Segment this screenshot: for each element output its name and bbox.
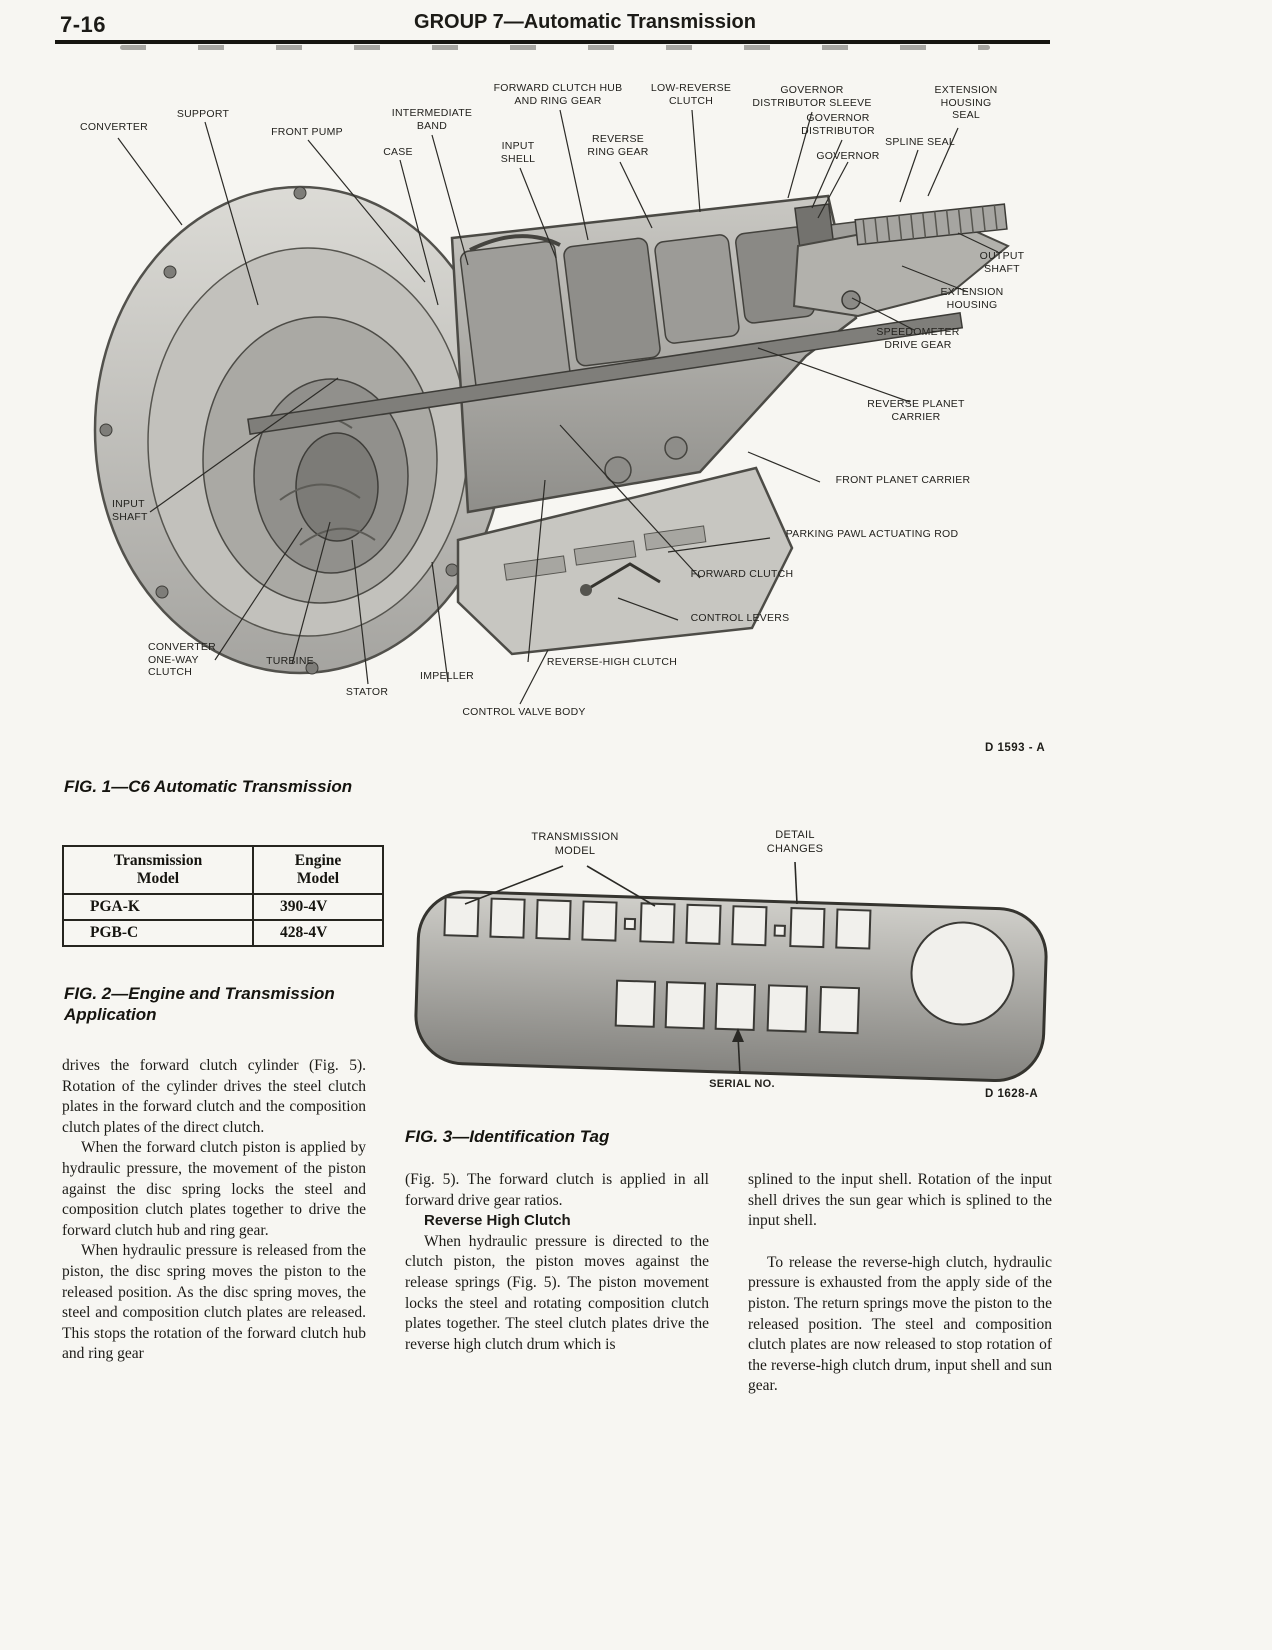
callout-input-shell: INPUT SHELL (500, 140, 536, 165)
callout-forward-clutch: FORWARD CLUTCH (690, 568, 794, 580)
callout-governor-distributor: GOVERNOR DISTRIBUTOR (801, 112, 875, 137)
body-column-1: drives the forward clutch cylinder (Fig.… (62, 1056, 366, 1365)
table-header-row: Transmission Model Engine Model (62, 845, 384, 895)
tag-label-serial-no: SERIAL NO. (709, 1078, 775, 1090)
cell-engine-model: 428-4V (252, 919, 384, 947)
callout-reverse-ring-gear: REVERSE RING GEAR (587, 133, 649, 158)
paragraph: When hydraulic pressure is released from… (62, 1242, 366, 1363)
callout-speedometer-drive-gear: SPEEDOMETER DRIVE GEAR (876, 326, 960, 351)
torque-converter (93, 185, 507, 675)
callout-control-valve-body: CONTROL VALVE BODY (462, 706, 586, 718)
fig2-caption: FIG. 2—Engine and Transmission Applicati… (64, 984, 335, 1025)
callout-parking-pawl-actuating-rod: PARKING PAWL ACTUATING ROD (785, 528, 959, 540)
fig3-caption: FIG. 3—Identification Tag (405, 1127, 610, 1146)
header-rule-smudge (120, 45, 990, 50)
callout-front-planet-carrier: FRONT PLANET CARRIER (835, 474, 971, 486)
tag-body (414, 890, 1048, 1083)
body-column-2: (Fig. 5). The forward clutch is applied … (405, 1170, 709, 1355)
callout-intermediate-band: INTERMEDIATE BAND (391, 107, 473, 132)
callout-extension-housing-seal: EXTENSION HOUSING SEAL (934, 84, 998, 122)
paragraph: drives the forward clutch cylinder (Fig.… (62, 1057, 366, 1136)
callout-forward-clutch-hub: FORWARD CLUTCH HUB AND RING GEAR (493, 82, 623, 107)
callout-reverse-high-clutch: REVERSE-HIGH CLUTCH (546, 656, 678, 668)
table-header-transmission: Transmission Model (62, 845, 254, 895)
tag-pointer-lines (464, 861, 798, 1075)
table-row: PGA-K 390-4V (62, 893, 384, 921)
fig3-code: D 1628-A (985, 1088, 1039, 1100)
callout-spline-seal: SPLINE SEAL (885, 136, 955, 148)
callout-low-reverse-clutch: LOW-REVERSE CLUTCH (650, 82, 732, 107)
oil-pan-valve-body (456, 466, 794, 656)
paragraph: splined to the input shell. Rotation of … (748, 1171, 1052, 1230)
fig1-caption: FIG. 1—C6 Automatic Transmission (64, 777, 353, 796)
fig1-code: D 1593 - A (985, 742, 1046, 754)
callout-converter: CONVERTER (80, 121, 148, 133)
paragraph: To release the reverse-high clutch, hydr… (748, 1253, 1052, 1395)
transmission-cutaway-illustration (93, 185, 1010, 675)
header-rule (55, 40, 1050, 44)
output-shaft-extension (792, 203, 1010, 318)
identification-tag-illustration (414, 861, 1048, 1083)
body-column-3: splined to the input shell. Rotation of … (748, 1170, 1052, 1397)
callout-converter-one-way-clutch: CONVERTER ONE-WAY CLUTCH (148, 641, 216, 679)
page-number: 7-16 (60, 12, 107, 37)
callout-turbine: TURBINE (266, 655, 314, 667)
serial-arrowhead (732, 1028, 744, 1042)
callout-front-pump: FRONT PUMP (271, 126, 343, 138)
cell-transmission-model: PGA-K (62, 893, 254, 921)
paragraph: When the forward clutch piston is applie… (62, 1139, 366, 1239)
callout-reverse-planet-carrier: REVERSE PLANET CARRIER (867, 398, 965, 423)
paragraph: When hydraulic pressure is directed to t… (405, 1232, 709, 1353)
cell-engine-model: 390-4V (252, 893, 384, 921)
table-row: PGB-C 428-4V (62, 919, 384, 947)
diagram-leader-lines (117, 109, 999, 705)
page-title: GROUP 7—Automatic Transmission (414, 11, 756, 33)
callout-case: CASE (383, 146, 413, 158)
engine-transmission-table: Transmission Model Engine Model PGA-K 39… (62, 845, 384, 947)
callout-governor-distributor-sleeve: GOVERNOR DISTRIBUTOR SLEEVE (752, 84, 872, 109)
callout-control-levers: CONTROL LEVERS (690, 612, 790, 624)
callout-extension-housing: EXTENSION HOUSING (940, 286, 1004, 311)
section-heading: Reverse High Clutch (424, 1212, 571, 1230)
tag-label-detail-changes: DETAIL CHANGES (766, 829, 824, 855)
callout-input-shaft: INPUT SHAFT (112, 498, 148, 523)
cell-transmission-model: PGB-C (62, 919, 254, 947)
callout-stator: STATOR (345, 686, 389, 698)
callout-support: SUPPORT (176, 108, 230, 120)
table-header-engine: Engine Model (252, 845, 384, 895)
callout-output-shaft: OUTPUT SHAFT (979, 250, 1025, 275)
callout-governor: GOVERNOR (816, 150, 880, 162)
callout-impeller: IMPELLER (420, 670, 474, 682)
tag-label-transmission-model: TRANSMISSION MODEL (531, 831, 619, 857)
paragraph: (Fig. 5). The forward clutch is applied … (405, 1171, 709, 1209)
